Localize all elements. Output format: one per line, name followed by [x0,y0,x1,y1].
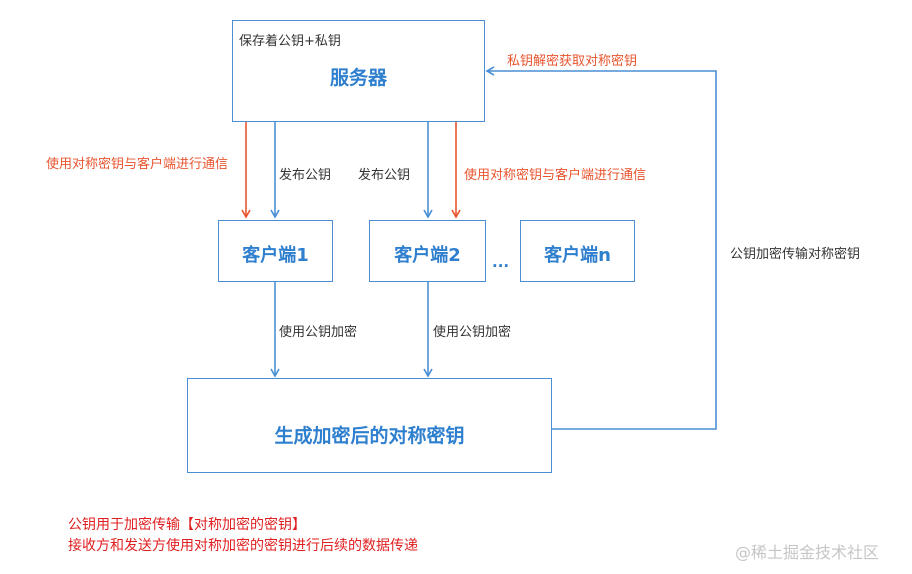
label-decrypt: 私钥解密获取对称密钥 [507,54,638,69]
note-line-1: 公钥用于加密传输【对称加密的密钥】 [68,517,306,533]
client-2-title: 客户端2 [394,245,461,266]
label-encrypt-1: 使用公钥加密 [279,325,358,340]
server-box: 保存着公钥+私钥 服务器 [232,20,485,122]
label-publish-key-1: 发布公钥 [279,168,332,183]
client-1-title: 客户端1 [242,245,309,266]
label-transfer: 公钥加密传输对称密钥 [730,247,861,262]
server-note: 保存着公钥+私钥 [239,34,341,49]
client-2-box: 客户端2 [369,220,486,282]
client-n-box: 客户端n [520,220,635,282]
note-line-2: 接收方和发送方使用对称加密的密钥进行后续的数据传递 [68,538,418,554]
server-title: 服务器 [329,67,387,89]
encrypted-key-box: 生成加密后的对称密钥 [187,378,552,473]
encrypted-key-title: 生成加密后的对称密钥 [274,425,465,447]
arrow-transfer-to-server [485,66,717,430]
label-publish-key-2: 发布公钥 [358,168,411,183]
client-1-box: 客户端1 [218,220,333,282]
clients-ellipsis: ... [492,253,510,271]
watermark: @稀土掘金技术社区 [735,543,880,562]
label-encrypt-2: 使用公钥加密 [433,325,512,340]
client-n-title: 客户端n [544,245,611,266]
label-sym-comm-right: 使用对称密钥与客户端进行通信 [464,168,647,183]
label-sym-comm-left: 使用对称密钥与客户端进行通信 [46,157,229,172]
